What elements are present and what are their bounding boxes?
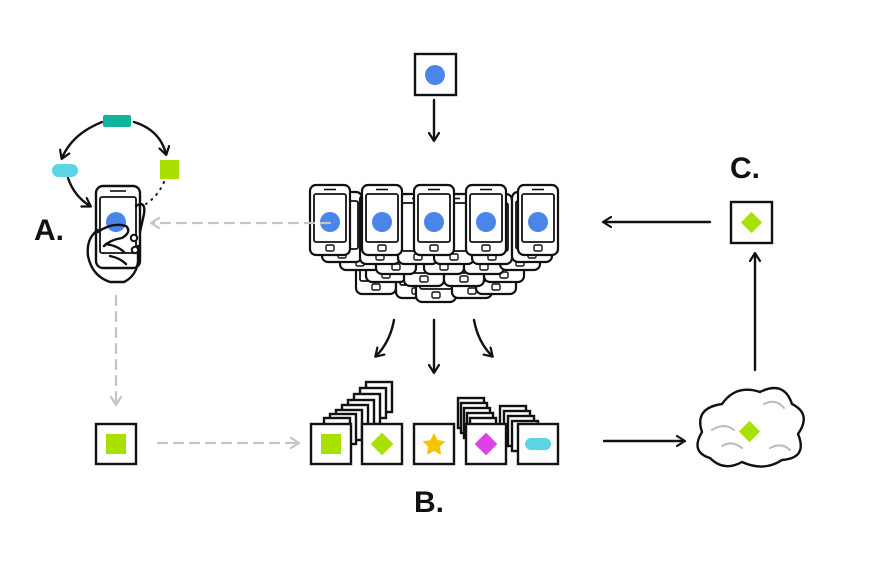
cloud-icon: [696, 386, 805, 468]
lime-diamond-icon: [738, 420, 761, 443]
lime-square-icon: [106, 434, 126, 454]
label-a: A.: [34, 214, 64, 247]
device-1: [308, 183, 352, 257]
update-card-lime-diamond: [360, 422, 404, 466]
update-card-cyan-pill: [516, 422, 560, 466]
model-card: [729, 200, 774, 245]
update-card-lime-square: [309, 422, 353, 466]
lime-square-icon: [160, 160, 179, 179]
cyan-pill-icon: [525, 438, 551, 450]
arrow-fleet-to-updates-left: [376, 318, 396, 356]
phone-fleet: [308, 183, 560, 304]
cyan-pill-icon: [52, 164, 78, 177]
teal-bar-icon: [103, 115, 131, 127]
blue-circle-icon: [372, 212, 392, 232]
device-5: [516, 183, 560, 257]
local-update-card: [94, 422, 138, 466]
update-card-gold-star: [412, 422, 456, 466]
loop-arrow-left: [62, 120, 104, 158]
input-card: [413, 52, 458, 97]
blue-circle-icon: [476, 212, 496, 232]
device-4: [464, 183, 508, 257]
label-b: B.: [414, 486, 444, 519]
arrow-fleet-to-updates-right: [472, 318, 492, 356]
gold-star-icon: [422, 433, 446, 455]
phone-fleet-front-row: [308, 183, 560, 257]
hand-holding-phone-icon: [86, 184, 146, 284]
lime-diamond-icon: [740, 211, 763, 234]
loop-arrow-right: [132, 120, 166, 154]
blue-circle-icon: [425, 65, 445, 85]
update-card-magenta-diamond: [464, 422, 508, 466]
device-2: [360, 183, 404, 257]
blue-circle-icon: [106, 212, 126, 232]
magenta-diamond-icon: [474, 432, 498, 456]
blue-circle-icon: [528, 212, 548, 232]
label-c: C.: [730, 152, 760, 185]
loop-arrow-bottom-left: [66, 176, 90, 206]
blue-circle-icon: [424, 212, 444, 232]
lime-square-icon: [321, 434, 341, 454]
lime-diamond-icon: [370, 432, 394, 456]
loop-dotted-bottom-right: [145, 181, 165, 205]
user-phone-section: [52, 115, 179, 284]
device-3: [412, 183, 456, 257]
